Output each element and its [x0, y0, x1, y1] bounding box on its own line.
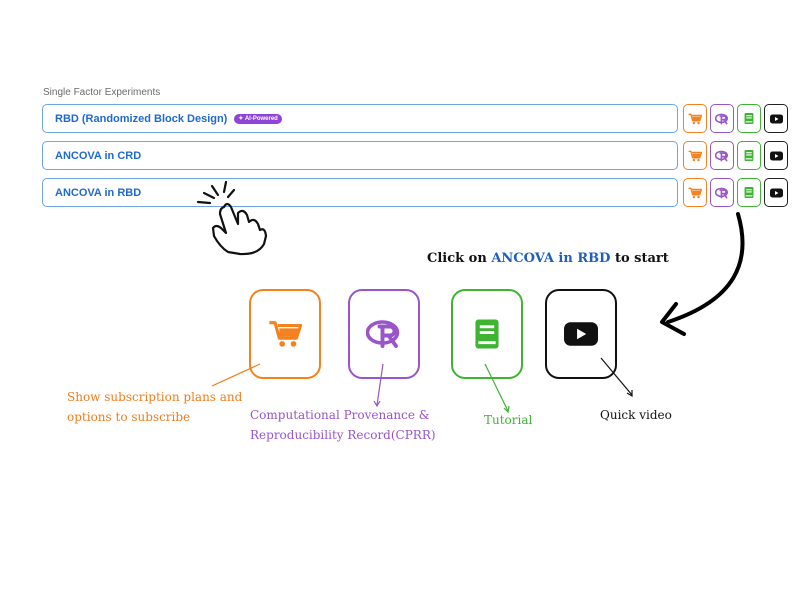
subscribe-button[interactable]	[683, 141, 707, 170]
youtube-play-icon	[564, 322, 598, 346]
caption-cprr: Computational Provenance & Reproducibili…	[250, 405, 450, 445]
row-ancova-rbd[interactable]: ANCOVA in RBD	[42, 178, 678, 207]
shopping-cart-icon	[688, 150, 702, 161]
youtube-play-icon	[769, 151, 783, 160]
cprr-button[interactable]	[710, 141, 734, 170]
curved-arrow	[666, 212, 745, 324]
legend-subscribe-icon-box	[249, 289, 321, 379]
shopping-cart-icon	[688, 187, 702, 198]
subscribe-button[interactable]	[683, 178, 707, 207]
caption-line: Show subscription plans and	[67, 390, 243, 404]
instruction-text: Click on ANCOVA in RBD to start	[427, 251, 669, 266]
quick-video-button[interactable]	[764, 104, 788, 133]
tutorial-button[interactable]	[737, 178, 761, 207]
row-title: ANCOVA in RBD	[55, 186, 142, 199]
section-label: Single Factor Experiments	[43, 87, 161, 98]
caption-subscribe: Show subscription plans and options to s…	[67, 387, 257, 427]
cprr-button[interactable]	[710, 104, 734, 133]
r-logo-icon	[715, 113, 729, 124]
ai-powered-badge: ✦ AI-Powered	[234, 113, 282, 124]
curved-arrow-head	[660, 302, 686, 336]
legend-video-icon-box	[545, 289, 617, 379]
legend-tutorial-icon-box	[451, 289, 523, 379]
caption-video: Quick video	[600, 408, 672, 422]
youtube-play-icon	[769, 114, 783, 123]
tutorial-button[interactable]	[737, 104, 761, 133]
book-icon	[475, 319, 499, 349]
instruction-suffix: to start	[610, 251, 669, 266]
caption-line: Reproducibility Record(CPRR)	[250, 428, 436, 442]
row-ancova-crd[interactable]: ANCOVA in CRD	[42, 141, 678, 170]
shopping-cart-icon	[269, 321, 302, 347]
instruction-highlight: ANCOVA in RBD	[491, 251, 611, 266]
r-logo-icon	[715, 187, 729, 198]
row-title: RBD (Randomized Block Design)	[55, 112, 228, 125]
youtube-play-icon	[769, 188, 783, 197]
book-icon	[744, 112, 754, 125]
subscribe-button[interactable]	[683, 104, 707, 133]
instruction-prefix: Click on	[427, 251, 492, 266]
caption-line: Computational Provenance &	[250, 408, 430, 422]
r-logo-icon	[715, 150, 729, 161]
row-rbd[interactable]: RBD (Randomized Block Design) ✦ AI-Power…	[42, 104, 678, 133]
quick-video-button[interactable]	[764, 141, 788, 170]
legend-cprr-icon-box	[348, 289, 420, 379]
book-icon	[744, 149, 754, 162]
quick-video-button[interactable]	[764, 178, 788, 207]
row-title: ANCOVA in CRD	[55, 149, 142, 162]
cprr-button[interactable]	[710, 178, 734, 207]
r-logo-icon	[366, 320, 400, 348]
shopping-cart-icon	[688, 113, 702, 124]
book-icon	[744, 186, 754, 199]
tutorial-button[interactable]	[737, 141, 761, 170]
caption-line: options to subscribe	[67, 410, 191, 424]
caption-tutorial: Tutorial	[484, 413, 533, 427]
